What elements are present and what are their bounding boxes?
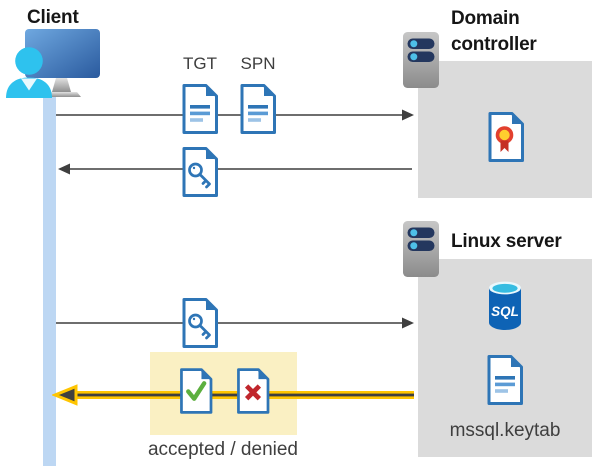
present-ticket-arrow <box>56 317 414 329</box>
key-document-icon <box>182 298 218 348</box>
check-icon <box>186 381 207 401</box>
person-head <box>15 47 43 75</box>
accepted-denied-label: accepted / denied <box>147 439 298 460</box>
certificate-seal <box>495 126 514 144</box>
certificate-document-icon <box>488 112 524 162</box>
spn-label: SPN <box>240 54 276 73</box>
cross-icon <box>244 384 262 401</box>
key-document-icon <box>182 147 218 197</box>
spn-document-icon <box>240 84 276 134</box>
linux-server-server-icon <box>403 221 439 277</box>
check-document-icon <box>180 368 213 414</box>
domain-controller-title: Domain controller <box>451 8 537 55</box>
keytab-label: mssql.keytab <box>449 420 561 441</box>
domain-controller-server-icon <box>403 32 439 88</box>
request-tgt-spn-arrow <box>56 109 414 121</box>
ticket-response-arrow <box>58 163 412 175</box>
sql-database-icon: SQL <box>489 281 521 330</box>
client-title: Client <box>27 7 79 28</box>
client-timeline-bar <box>43 96 56 466</box>
certificate-ribbon <box>500 140 509 152</box>
linux-server-title: Linux server <box>451 231 562 252</box>
arrowhead-right <box>402 109 414 121</box>
person-at-monitor-icon <box>6 29 100 98</box>
sql-icon-label: SQL <box>491 304 519 319</box>
arrowhead-right <box>402 317 414 329</box>
arrowhead-left <box>58 163 70 175</box>
cross-document-icon <box>237 368 270 414</box>
keytab-document-icon <box>487 355 523 405</box>
arrowhead-left <box>52 384 78 406</box>
tgt-document-icon <box>182 84 218 134</box>
monitor-stand <box>52 78 71 92</box>
monitor-screen <box>25 29 100 78</box>
tgt-label: TGT <box>183 54 217 73</box>
